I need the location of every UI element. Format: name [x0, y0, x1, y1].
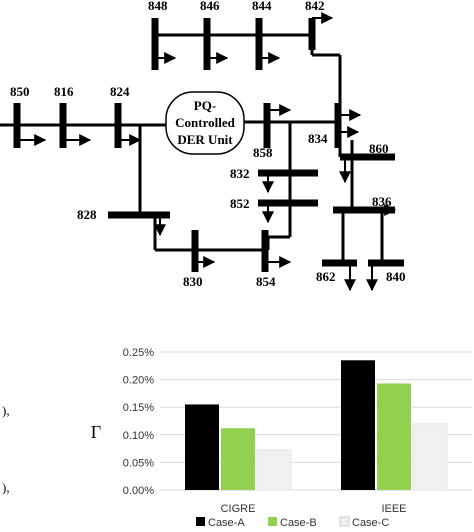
y-tick-label: 0.20% [123, 375, 154, 387]
bus-label-824: 824 [110, 84, 130, 99]
bus-label-832: 832 [230, 166, 250, 181]
bus-label-848: 848 [148, 0, 168, 13]
bus-label-850: 850 [10, 84, 30, 99]
legend-swatch-case-a [196, 517, 205, 526]
bus-label-860: 860 [369, 141, 389, 156]
chart-y-tick-labels: 0.00% 0.05% 0.10% 0.15% 0.20% 0.25% [123, 347, 154, 497]
bus-label-854: 854 [256, 274, 276, 289]
equation-fragment-2: ), [2, 480, 10, 495]
bus-label-840: 840 [386, 269, 406, 284]
bus-label-836: 836 [372, 194, 392, 209]
bus-label-858: 858 [253, 145, 273, 160]
y-tick-label: 0.10% [123, 430, 154, 442]
x-tick-label: IEEE [381, 503, 406, 515]
bus-label-862: 862 [316, 269, 336, 284]
gamma-bar-chart: 0.00% 0.05% 0.10% 0.15% 0.20% 0.25% CIGRE IEEE… [91, 347, 472, 529]
load-arrows [17, 12, 397, 292]
bus-label-816: 816 [54, 84, 74, 99]
bus-label-828: 828 [77, 207, 97, 222]
y-tick-label: 0.25% [123, 347, 154, 359]
bus-label-852: 852 [230, 196, 250, 211]
y-tick-label: 0.15% [123, 402, 154, 414]
chart-x-tick-labels: CIGRE IEEE [221, 503, 407, 515]
ieee-34-bus-feeder-diagram: PQ- Controlled DER Unit 848 846 844 842 … [0, 0, 406, 292]
bus-label-844: 844 [252, 0, 272, 13]
chart-legend: Case-A Case-B Case-C [196, 516, 389, 529]
chart-y-axis-label: Γ [91, 422, 101, 442]
der-unit-box [165, 91, 245, 155]
bus-label-834: 834 [308, 131, 328, 146]
bus-labels: 848 846 844 842 850 816 824 858 834 860 … [10, 0, 406, 289]
legend-label-case-b: Case-B [280, 517, 317, 529]
legend-label-case-a: Case-A [208, 517, 245, 529]
bus-label-830: 830 [183, 274, 203, 289]
bar-case-a-ieee [341, 360, 375, 490]
bar-case-b-cigre [221, 428, 255, 490]
legend-swatch-case-b [268, 517, 277, 526]
bus-label-842: 842 [305, 0, 325, 13]
der-unit: PQ- Controlled DER Unit [165, 91, 245, 155]
chart-bars [185, 360, 448, 491]
x-tick-label: CIGRE [221, 503, 256, 515]
bus-label-846: 846 [200, 0, 220, 13]
bar-case-c-cigre [256, 449, 292, 491]
bar-case-b-ieee [377, 383, 411, 490]
equation-fragment-1: ), [2, 403, 10, 418]
y-tick-label: 0.05% [123, 457, 154, 469]
legend-swatch-case-c [339, 516, 350, 527]
der-label-line-1: PQ- [194, 98, 216, 113]
y-tick-label: 0.00% [123, 485, 154, 497]
der-label-line-3: DER Unit [177, 132, 233, 147]
legend-label-case-c: Case-C [352, 517, 389, 529]
bar-case-c-ieee [412, 423, 448, 491]
der-label-line-2: Controlled [175, 115, 235, 130]
bar-case-a-cigre [185, 404, 219, 490]
